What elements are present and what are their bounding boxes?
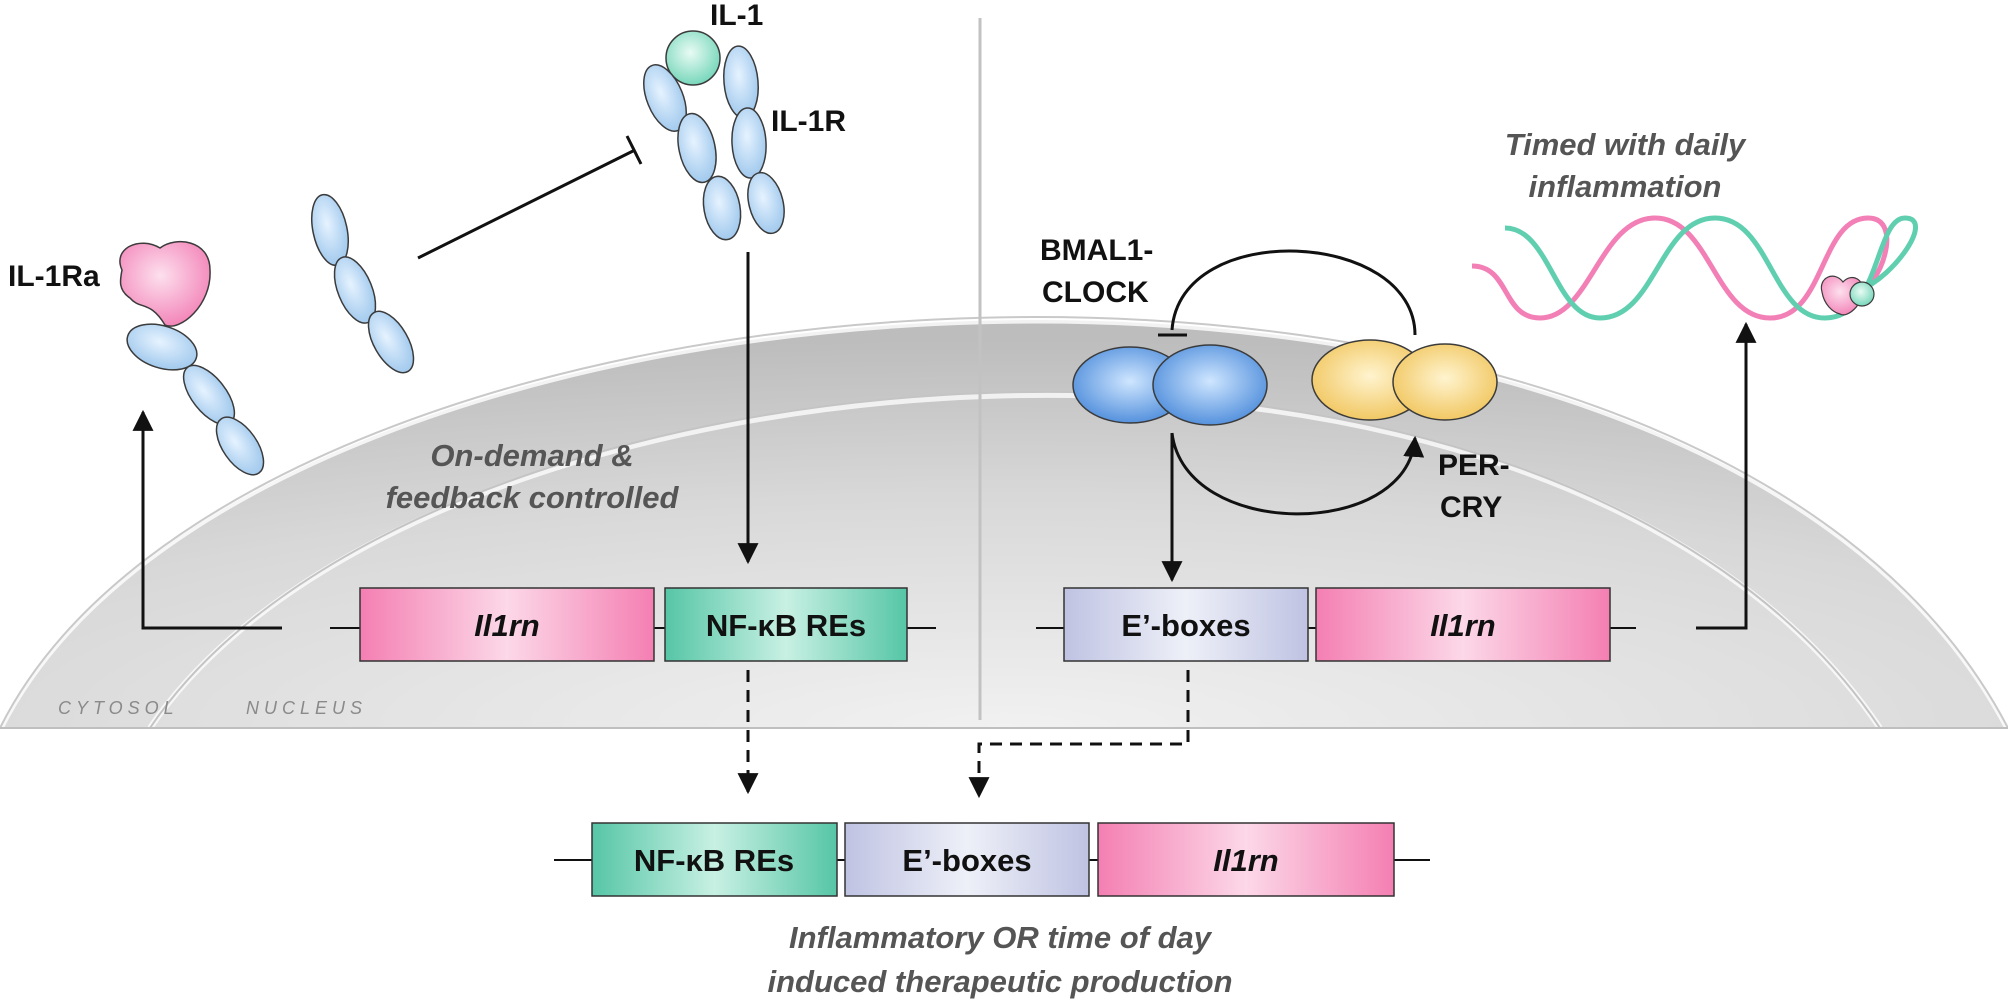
- combined-gene-construct: NF-κB REs E’-boxes Il1rn: [554, 822, 1430, 897]
- il1ra-receptor-icon: [126, 323, 265, 476]
- il1-label: IL-1: [710, 0, 763, 32]
- free-receptor-icon: [311, 193, 415, 374]
- cytosol-label: CYTOSOL: [58, 698, 179, 718]
- per-cry-complex-icon: [1311, 339, 1498, 421]
- timed-caption-line1: Timed with daily: [1505, 127, 1747, 162]
- left-il1rn-label: Il1rn: [474, 608, 539, 643]
- bottom-caption-line1: Inflammatory OR time of day: [789, 920, 1213, 955]
- nucleus-label: NUCLEUS: [246, 698, 367, 718]
- right-eboxes-label: E’-boxes: [1121, 608, 1250, 643]
- bottom-nfkb-label: NF-κB REs: [634, 843, 794, 878]
- right-il1rn-box: [1315, 587, 1611, 662]
- teal-oscillation-wave: [1504, 215, 1919, 321]
- cytosol-region: [0, 320, 2008, 728]
- bmal1-label-line2: CLOCK: [1042, 276, 1149, 309]
- il1r-label: IL-1R: [771, 105, 846, 138]
- right-gene-construct: E’-boxes Il1rn: [1036, 587, 1636, 662]
- secretion-arrow-right: [1696, 321, 1757, 630]
- activation-arc: [1170, 432, 1425, 516]
- right-eboxes-box: [1063, 587, 1309, 662]
- bottom-il1rn-box: [1097, 822, 1395, 897]
- il1ra-label: IL-1Ra: [8, 260, 100, 293]
- cell-dome: [0, 316, 2008, 730]
- on-demand-caption-line1: On-demand &: [430, 438, 633, 473]
- inhibition-bar: [625, 135, 643, 165]
- right-il1rn-label: Il1rn: [1430, 608, 1495, 643]
- bmal1-clock-complex-icon: [1072, 344, 1268, 426]
- il1r-receptor-icon: [643, 45, 785, 241]
- left-gene-construct: Il1rn NF-κB REs: [330, 587, 936, 662]
- left-il1rn-box: [359, 587, 655, 662]
- bottom-eboxes-label: E’-boxes: [902, 843, 1031, 878]
- left-nfkb-box: [664, 587, 908, 662]
- repression-arc: [1170, 249, 1417, 336]
- bottom-eboxes-box: [844, 822, 1090, 897]
- bottom-caption-line2: induced therapeutic production: [767, 964, 1232, 999]
- percry-label-line2: CRY: [1440, 491, 1502, 524]
- nuclear-membrane: [147, 391, 1883, 730]
- nuclear-membrane-outline: [149, 390, 1881, 729]
- bottom-il1rn-label: Il1rn: [1213, 843, 1278, 878]
- cell-membrane-outline: [0, 316, 2008, 729]
- pink-oscillation-wave: [1471, 215, 1890, 321]
- il1ra-protein-icon: [119, 241, 211, 327]
- il1-ligand-icon: [665, 30, 721, 86]
- timed-caption-line2: inflammation: [1529, 169, 1722, 204]
- on-demand-caption-line2: feedback controlled: [386, 480, 680, 515]
- wave-teal-ball-icon: [1849, 281, 1875, 307]
- cell-membrane: [0, 316, 2008, 730]
- inhibition-line: [417, 148, 636, 260]
- bottom-nfkb-box: [591, 822, 838, 897]
- bmal1-label-line1: BMAL1-: [1040, 234, 1153, 267]
- percry-label-line1: PER-: [1438, 449, 1510, 482]
- dashed-arrow-right: [968, 670, 1190, 799]
- secretion-arrow-left: [132, 409, 282, 630]
- left-nfkb-label: NF-κB REs: [706, 608, 866, 643]
